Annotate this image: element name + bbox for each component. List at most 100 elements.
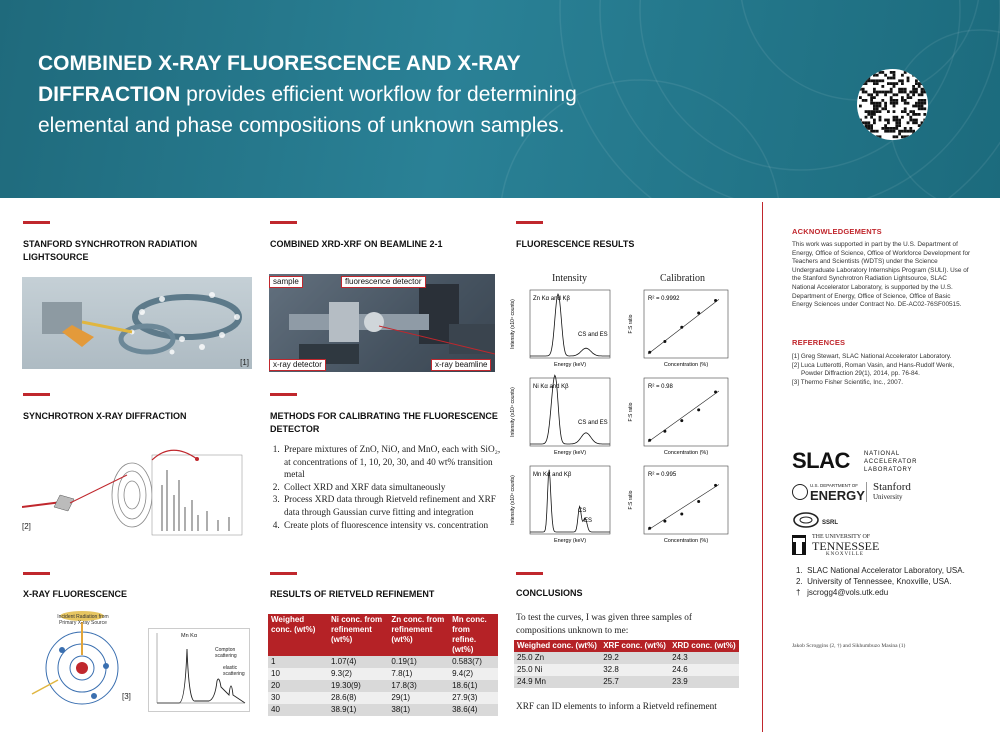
table-cell: 20 (268, 680, 328, 692)
figure-ref: [2] (22, 522, 31, 531)
intensity-axes (529, 377, 611, 447)
section-accent (516, 221, 543, 224)
section-accent (23, 393, 50, 396)
table-cell: 32.8 (600, 664, 670, 676)
title-banner: COMBINED X-RAY FLUORESCENCE AND X-RAY DI… (0, 0, 1000, 198)
table-cell: 40 (268, 704, 328, 716)
data-point (648, 350, 652, 354)
heading-xrf: X-RAY FLUORESCENCE (23, 589, 128, 599)
table-cell: 27.9(3) (449, 692, 498, 704)
r-squared-label: R² = 0.9992 (648, 296, 680, 302)
ref-item: [1] Greg Stewart, SLAC National Accelera… (792, 353, 952, 360)
table-cell: 1 (268, 656, 328, 668)
table-cell: 38.9(1) (328, 704, 389, 716)
scatter-label-2: ES (584, 518, 592, 524)
section-accent (270, 393, 297, 396)
data-point (663, 340, 667, 344)
table-cell: 24.3 (669, 652, 739, 664)
figure-ref: [1] (240, 358, 249, 367)
xrd-illustration: [2] (22, 445, 247, 545)
data-point (680, 512, 684, 516)
heading-methods: METHODS FOR CALIBRATING THE FLUORESCENCE… (270, 411, 498, 434)
affiliation-item: 2. University of Tennessee, Knoxville, U… (796, 577, 952, 586)
column-header: Mn conc. from refine. (wt%) (449, 614, 498, 656)
column-header: XRF conc. (wt%) (600, 640, 670, 652)
table-cell: 24.6 (669, 664, 739, 676)
table-cell: 25.7 (600, 676, 670, 688)
methods-item: Prepare mixtures of ZnO, NiO, and MnO, e… (282, 444, 506, 482)
scatter-label: CS and ES (578, 420, 608, 426)
conclusions-table: Weighed conc. (wt%) XRF conc. (wt%) XRD … (514, 640, 739, 688)
heading-beamline: COMBINED XRD-XRF ON BEAMLINE 2-1 (270, 239, 443, 249)
r-squared-label: R² = 0.98 (648, 384, 674, 390)
spectrum-line (530, 469, 610, 533)
table-cell: 10 (268, 668, 328, 680)
heading-rietveld: RESULTS OF RIETVELD REFINEMENT (270, 589, 435, 599)
compton-label: Compton scattering (215, 647, 237, 659)
xrf-spectrum-illustration: Mn Kα Compton scattering elastic scatter… (148, 628, 250, 712)
methods-item: Process XRD data through Rietveld refine… (282, 494, 506, 519)
column-calibration-label: Calibration (660, 273, 705, 284)
table-cell: 38(1) (388, 704, 450, 716)
table-cell: 19.30(9) (328, 680, 389, 692)
y-axis-label: Intensity (x10⁴ counts) (510, 475, 516, 525)
table-cell: 25.0 Zn (514, 652, 601, 664)
heading-ssrl: STANFORD SYNCHROTRON RADIATION LIGHTSOUR… (23, 239, 198, 262)
y-axis-label: F:S ratio (628, 314, 634, 333)
data-point (648, 526, 652, 530)
x-axis-label: Concentration (%) (664, 450, 708, 456)
spectrum-line (530, 374, 610, 445)
beamline-photo: sample fluorescence detector x-ray detec… (269, 274, 495, 372)
data-point (714, 298, 718, 302)
fit-line (647, 390, 720, 443)
calibration-axes (643, 465, 729, 535)
stanford-logo: Stanford University (866, 482, 911, 502)
data-point (697, 311, 701, 315)
ref-item: [2] Luca Lutterotti, Roman Vasin, and Ha… (792, 361, 955, 378)
column-header: Ni conc. from refinement (wt%) (328, 614, 389, 656)
calibration-axes (643, 289, 729, 359)
table-cell: 7.8(1) (388, 668, 450, 680)
ssrl-logo: SSRL (792, 510, 842, 537)
poster-title: COMBINED X-RAY FLUORESCENCE AND X-RAY DI… (38, 52, 577, 137)
ref-list: [1] Greg Stewart, SLAC National Accelera… (792, 353, 974, 387)
y-axis-label: Intensity (x10⁴ counts) (510, 387, 516, 437)
fit-line (647, 484, 720, 531)
x-axis-label: Concentration (%) (664, 362, 708, 368)
calibration-axes (643, 377, 729, 447)
section-accent (270, 572, 297, 575)
incident-label: Incident Radiation from Primary X-ray So… (57, 614, 109, 626)
section-accent (23, 221, 50, 224)
heading-fluorescence: FLUORESCENCE RESULTS (516, 239, 635, 249)
data-point (714, 483, 718, 487)
table-header-row: Weighed conc. (wt%) XRF conc. (wt%) XRD … (514, 640, 739, 652)
table-cell: 0.583(7) (449, 656, 498, 668)
ssrl-illustration: [1] (22, 277, 252, 369)
table-cell: 18.6(1) (449, 680, 498, 692)
scatter-label: CS and ES (578, 332, 608, 338)
spectrum-line (530, 293, 610, 357)
x-axis-label: Energy (keV) (554, 362, 586, 368)
table-cell: 1.07(4) (328, 656, 389, 668)
table-cell: 30 (268, 692, 328, 704)
table-cell: 38.6(4) (449, 704, 498, 716)
data-point (663, 519, 667, 523)
table-cell: 0.19(1) (388, 656, 450, 668)
x-axis-label: Concentration (%) (664, 538, 708, 544)
table-cell: 9.4(2) (449, 668, 498, 680)
column-header: XRD conc. (wt%) (669, 640, 739, 652)
affiliation-email: † jscrogg4@vols.utk.edu (796, 588, 889, 597)
table-cell: 9.3(2) (328, 668, 389, 680)
table-cell: 25.0 Ni (514, 664, 601, 676)
column-header: Weighed conc. (wt%) (268, 614, 328, 656)
heading-conclusions: CONCLUSIONS (516, 588, 583, 598)
y-axis-label: F:S ratio (628, 490, 634, 509)
element-label: Mn Kα and Kβ (533, 472, 572, 478)
sidebar-divider (762, 202, 763, 732)
table-cell: 28.6(8) (328, 692, 389, 704)
